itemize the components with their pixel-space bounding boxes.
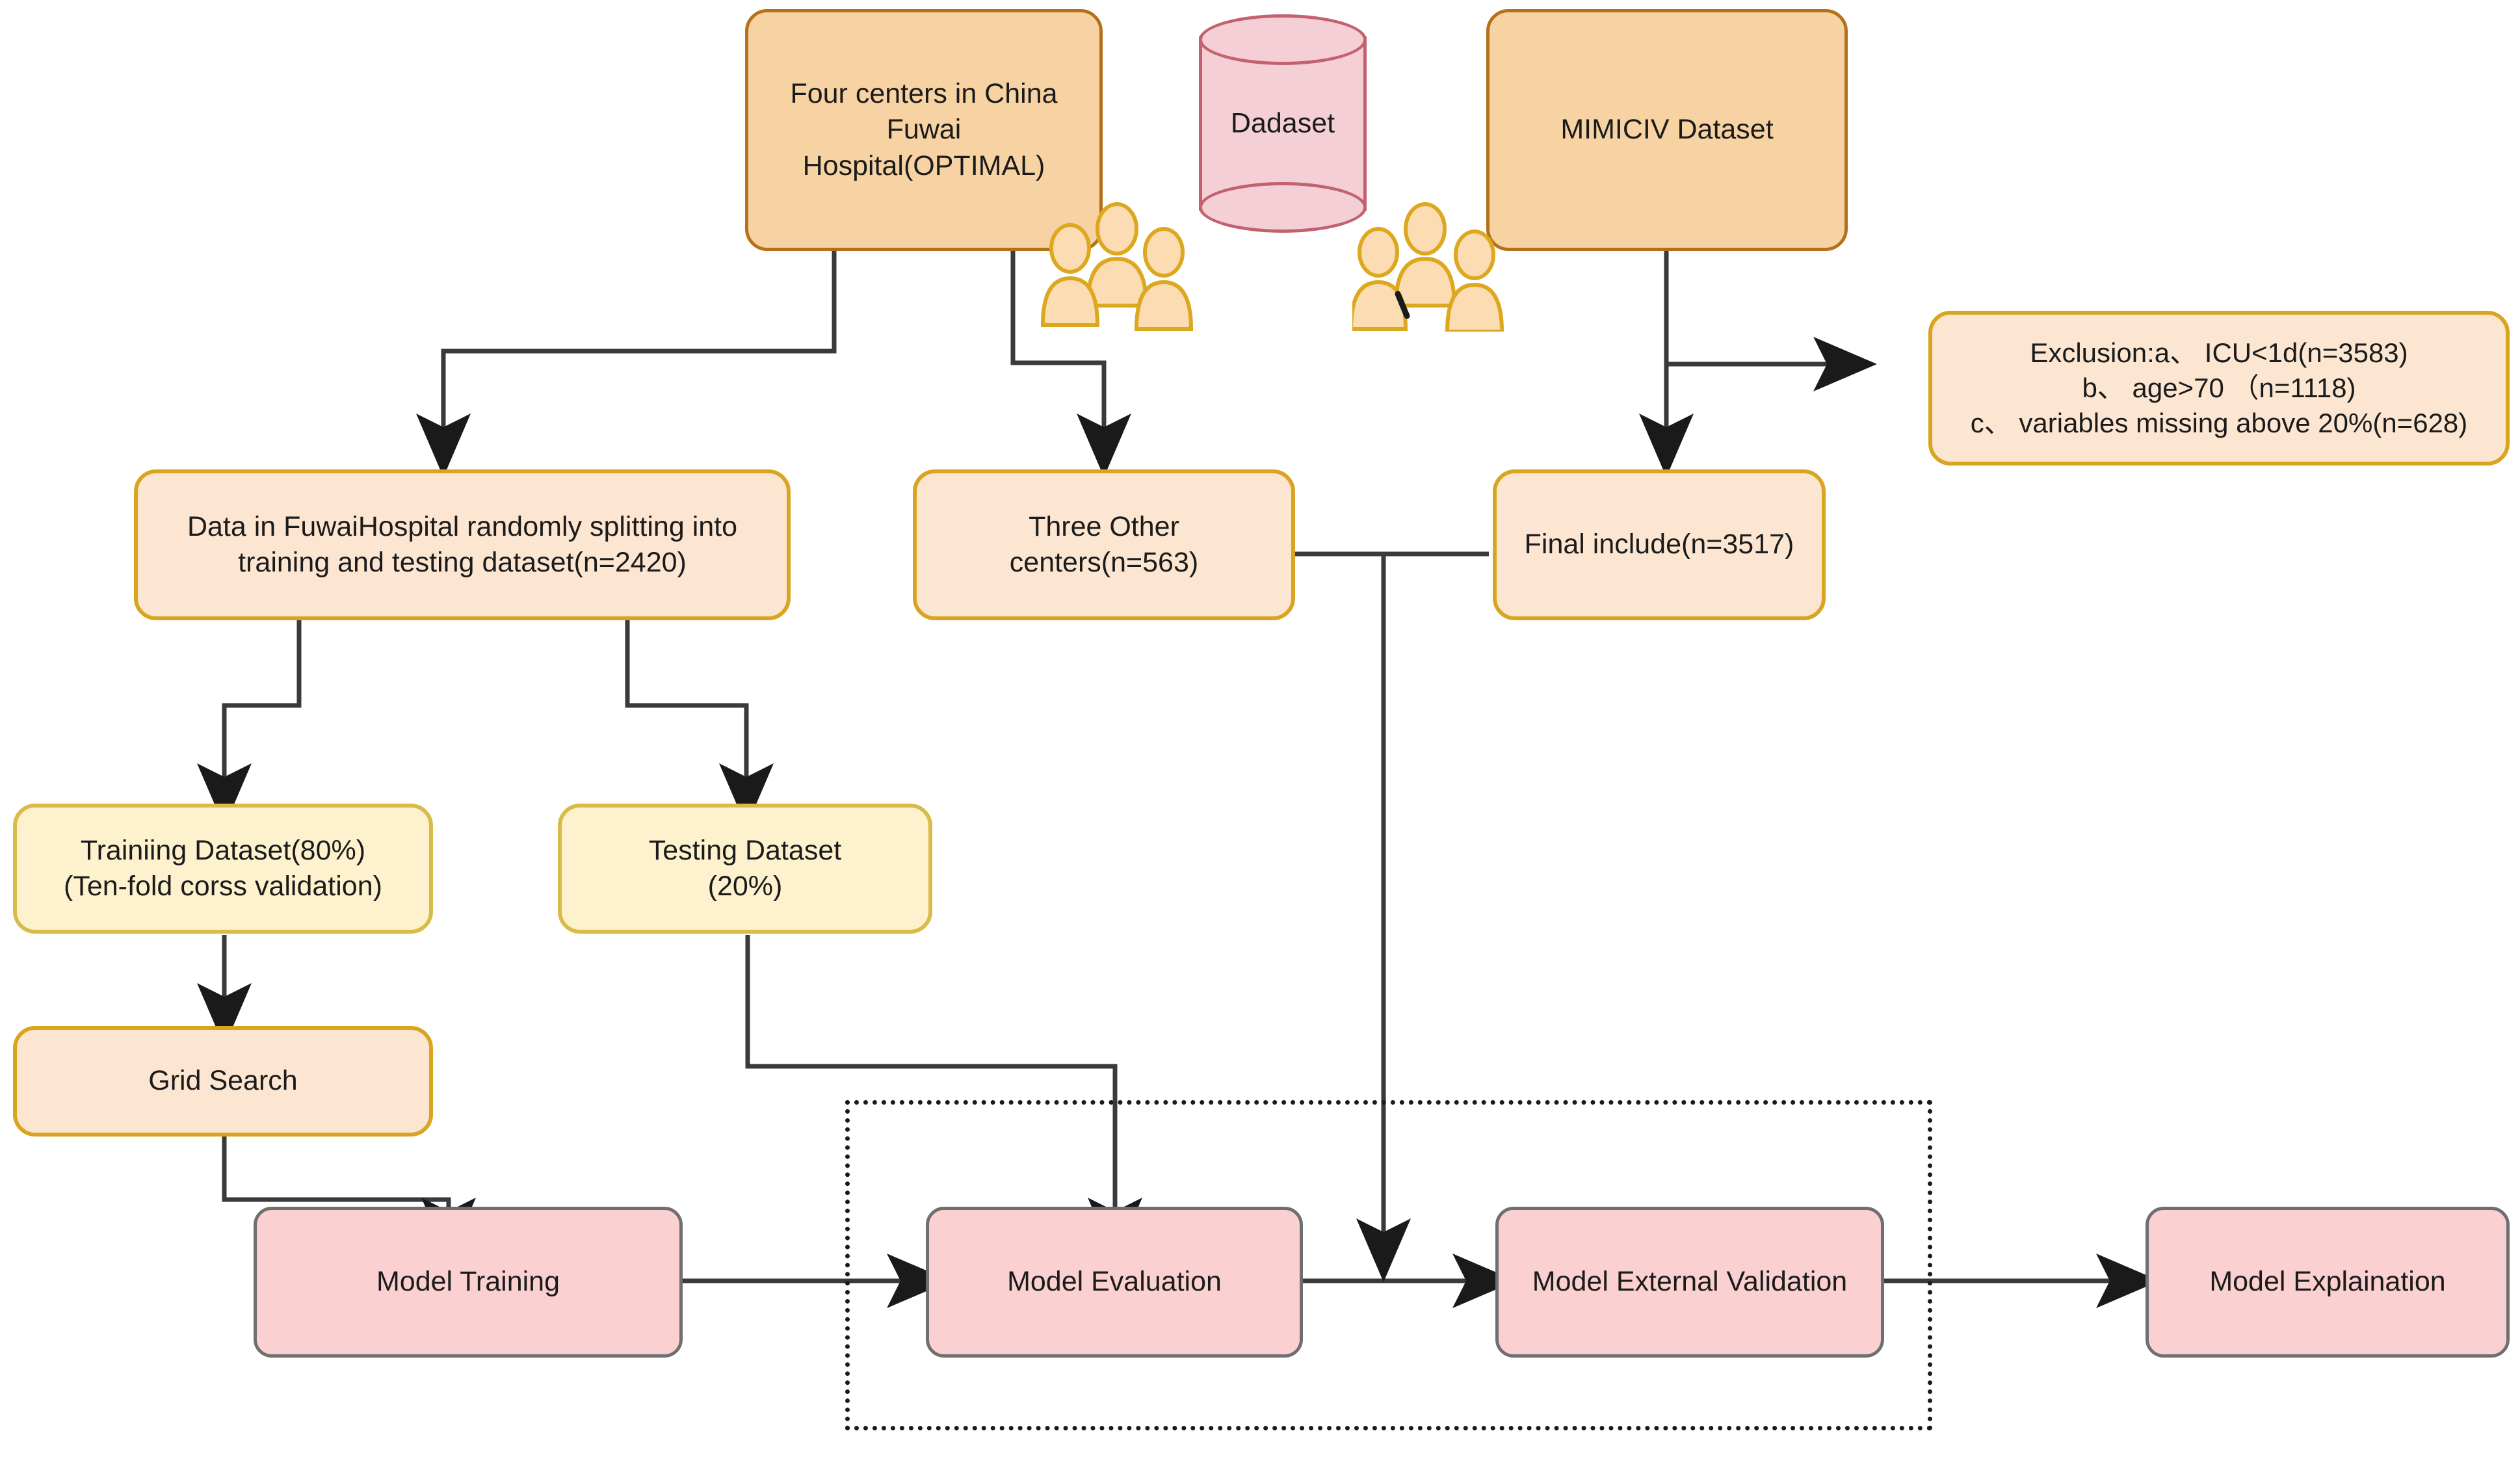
cylinder-label: Dadaset — [1230, 107, 1335, 139]
node-testing-dataset[interactable]: Testing Dataset (20%) — [558, 804, 932, 934]
cylinder-bottom-ellipse — [1199, 182, 1367, 233]
node-dataset-cylinder[interactable]: Dadaset — [1199, 14, 1367, 233]
node-four-centers[interactable]: Four centers in China Fuwai Hospital(OPT… — [745, 9, 1103, 251]
edge-datasplit-training — [197, 614, 302, 827]
node-three-other-centers[interactable]: Three Other centers(n=563) — [913, 469, 1295, 620]
node-mimiciv-dataset[interactable]: MIMICIV Dataset — [1486, 9, 1848, 251]
node-training-dataset[interactable]: Trainiing Dataset(80%) (Ten-fold corss v… — [13, 804, 433, 934]
node-exclusion-criteria[interactable]: Exclusion:a、 ICU<1d(n=3583) b、 age>70 （n… — [1928, 311, 2510, 466]
people-group-icon-right — [1352, 202, 1508, 332]
cylinder-top-ellipse — [1199, 14, 1367, 65]
node-model-training[interactable]: Model Training — [254, 1207, 683, 1358]
edge-datasplit-testing — [625, 614, 774, 827]
node-data-split[interactable]: Data in FuwaiHospital randomly splitting… — [134, 469, 791, 620]
evaluation-validation-group-frame — [845, 1100, 1932, 1430]
node-final-include[interactable]: Final include(n=3517) — [1493, 469, 1826, 620]
node-model-explaination[interactable]: Model Explaination — [2146, 1207, 2510, 1358]
node-model-evaluation[interactable]: Model Evaluation — [926, 1207, 1303, 1358]
edge-fourcenters-datasplit — [416, 250, 837, 477]
node-grid-search[interactable]: Grid Search — [13, 1026, 433, 1137]
people-group-icon-left — [1039, 202, 1195, 332]
node-model-external-validation[interactable]: Model External Validation — [1495, 1207, 1884, 1358]
